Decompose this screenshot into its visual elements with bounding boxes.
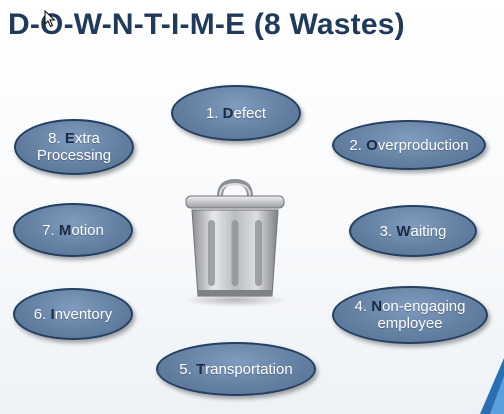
page-title: D-O-W-N-T-I-M-E (8 Wastes) <box>8 8 405 41</box>
corner-accent <box>480 358 504 414</box>
waste-node-defect: 1. Defect <box>171 85 301 141</box>
waste-node-inventory: 6. Inventory <box>13 288 133 340</box>
waste-node-overproduction: 2. Overproduction <box>332 120 486 170</box>
waste-node-transportation: 5. Transportation <box>156 342 316 396</box>
trash-can-icon <box>183 178 287 307</box>
waste-node-motion: 7. Motion <box>13 203 133 257</box>
mouse-cursor-icon <box>44 10 56 28</box>
waste-node-non-engaging-employee: 4. Non-engaging employee <box>332 286 488 344</box>
waste-node-waiting: 3. Waiting <box>349 205 477 257</box>
waste-node-extra-processing: 8. Extra Processing <box>14 119 134 175</box>
